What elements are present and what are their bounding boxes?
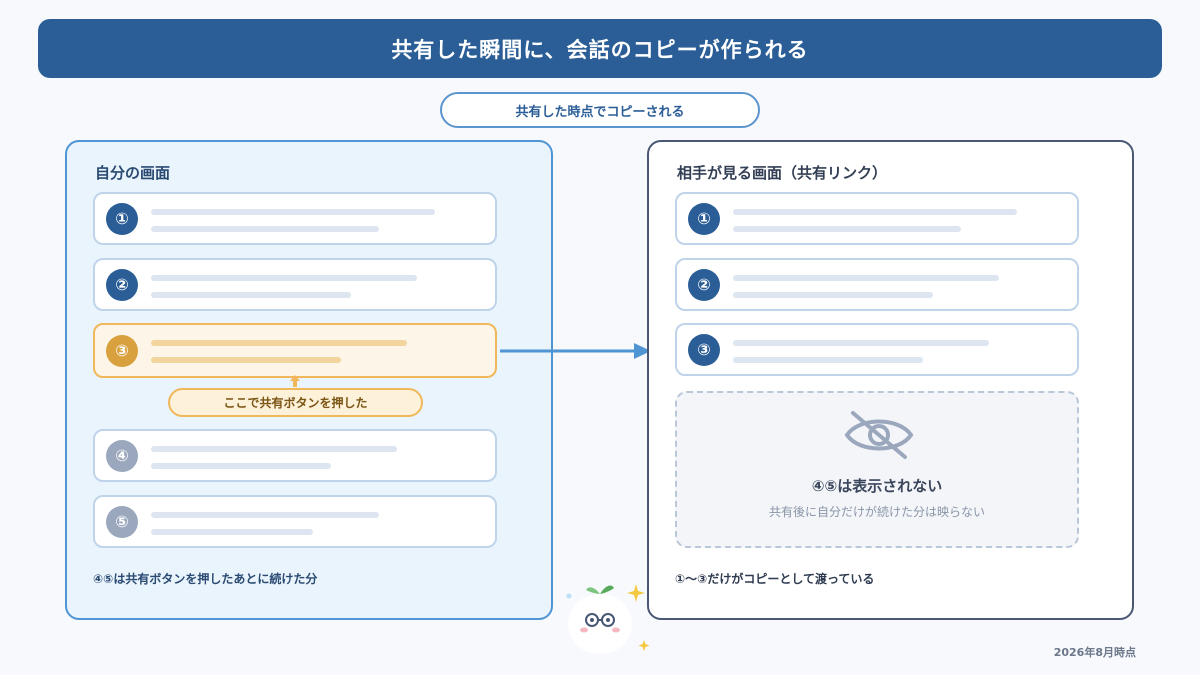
my-screen-title: 自分の画面 [95,164,171,182]
text-placeholder-line [151,226,379,232]
message-number-badge: ② [688,268,720,301]
date-stamp: 2026年8月時点 [1053,646,1136,659]
message-number-badge: ④ [106,439,138,472]
shared-message-2: ② [675,258,1079,311]
sparkle-icon [627,584,645,602]
recipient-screen-title: 相手が見る画面（共有リンク） [677,164,888,182]
eye-slash-icon [844,411,914,459]
my-screen-footnote: ④⑤は共有ボタンを押したあとに続けた分 [93,572,318,586]
text-placeholder-line [151,340,407,346]
text-placeholder-line [151,446,397,452]
mascot-icon [566,584,650,654]
my-message-2: ② [93,258,497,311]
my-message-5: ⑤ [93,495,497,548]
sparkle-icon [638,640,650,651]
message-number-badge: ③ [688,333,720,366]
text-placeholder-line [151,292,351,298]
recipient-screen-footnote: ①〜③だけがコピーとして渡っている [675,572,875,586]
message-number-badge: ⑤ [106,505,138,538]
shared-message-3: ③ [675,323,1079,376]
my-message-1: ① [93,192,497,245]
hidden-messages-box: ④⑤は表示されない 共有後に自分だけが続けた分は映らない [675,391,1079,548]
text-placeholder-line [151,529,313,535]
text-placeholder-line [733,357,923,363]
text-placeholder-line [151,463,331,469]
subtitle-pill: 共有した時点でコピーされる [440,92,760,128]
message-number-badge: ③ [106,334,138,367]
text-placeholder-line [733,226,961,232]
message-number-badge: ① [106,202,138,235]
my-message-4: ④ [93,429,497,482]
text-placeholder-line [151,357,341,363]
text-placeholder-line [733,275,999,281]
hidden-messages-title: ④⑤は表示されない [811,477,943,495]
hidden-messages-subtitle: 共有後に自分だけが続けた分は映らない [768,505,985,519]
title-bar: 共有した瞬間に、会話のコピーが作られる [38,19,1162,78]
text-placeholder-line [733,340,989,346]
arrow-up-icon [290,375,300,387]
text-placeholder-line [151,512,379,518]
shared-message-1: ① [675,192,1079,245]
text-placeholder-line [151,275,417,281]
message-number-badge: ② [106,268,138,301]
text-placeholder-line [151,209,435,215]
message-number-badge: ① [688,202,720,235]
text-placeholder-line [733,209,1017,215]
arrow-right-icon [500,343,651,359]
text-placeholder-line [733,292,933,298]
my-message-3-shared-point: ③ [93,323,497,378]
page-title: 共有した瞬間に、会話のコピーが作られる [391,37,809,62]
share-point-annotation: ここで共有ボタンを押した [168,388,423,417]
